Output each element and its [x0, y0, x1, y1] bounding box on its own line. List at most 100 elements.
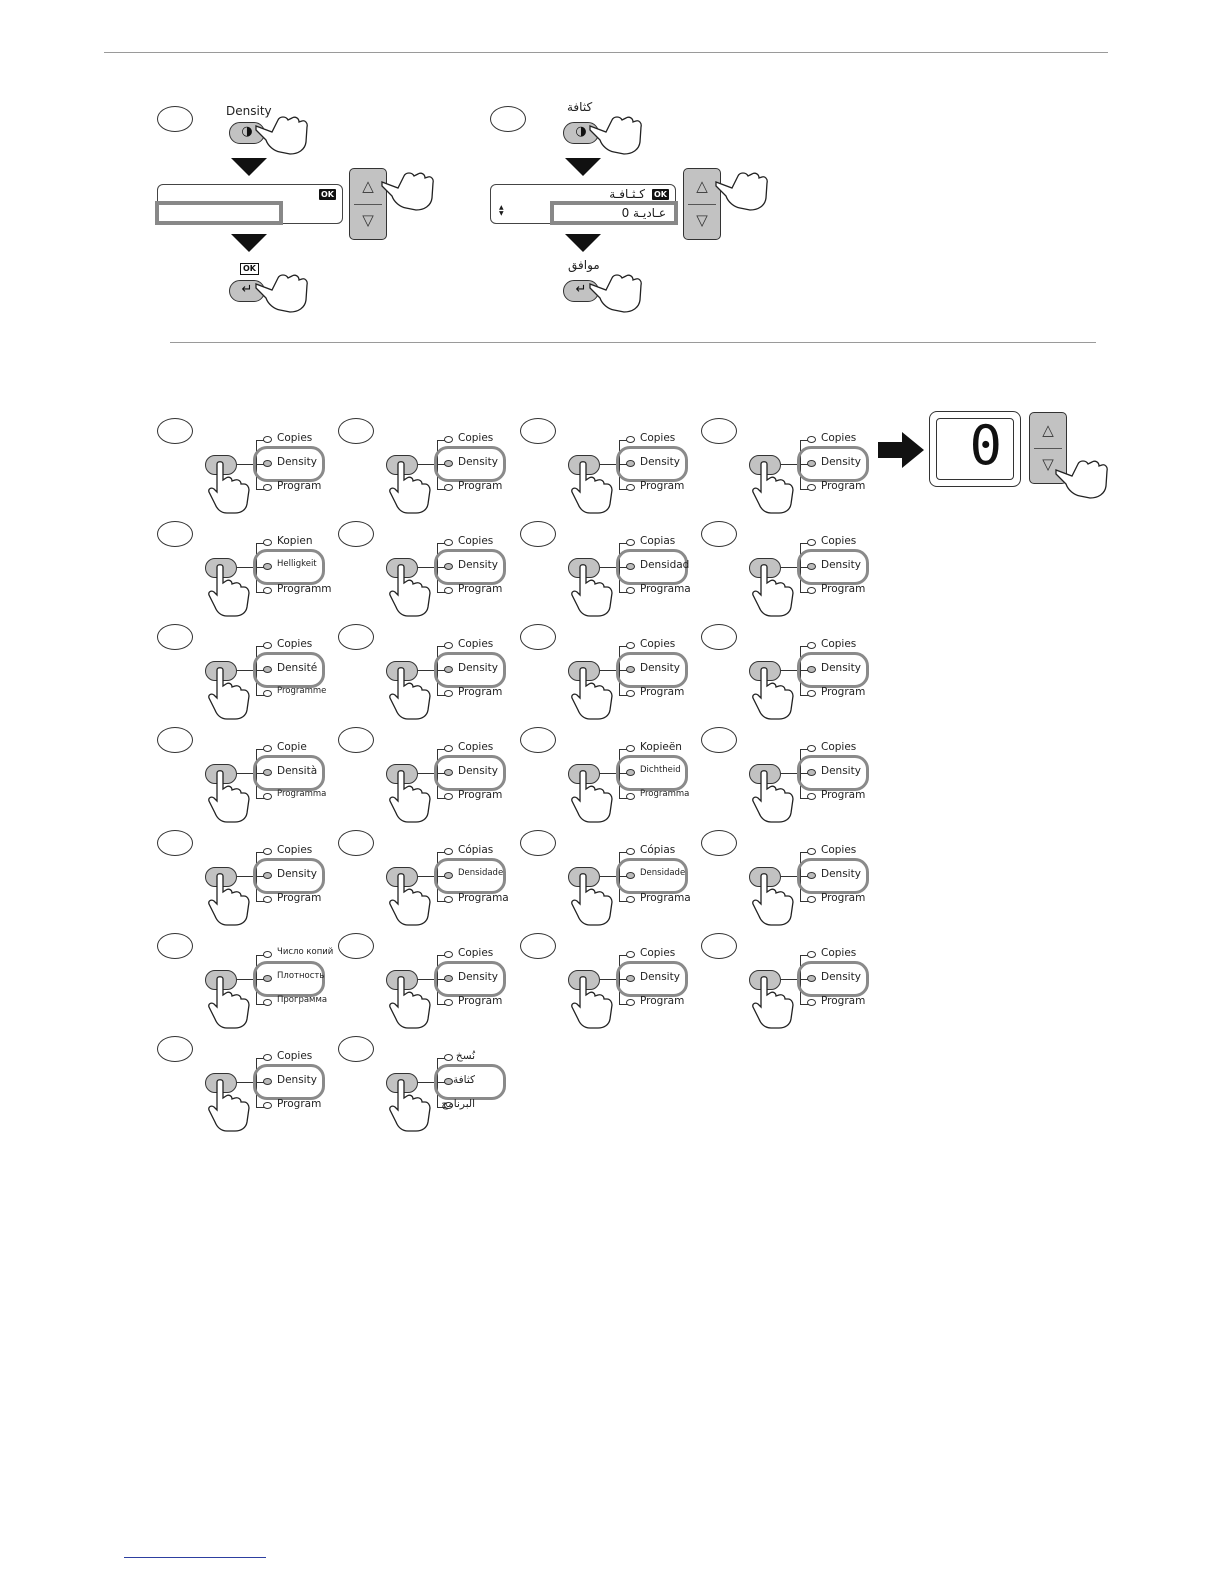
density-label: Density: [640, 971, 680, 983]
density-led: [444, 975, 453, 982]
program-led: [626, 690, 635, 697]
density-label: Dichtheid: [640, 765, 681, 775]
program-label: Programa: [640, 892, 691, 904]
density-highlight-ring: [797, 755, 869, 791]
density-highlight-ring: [253, 652, 325, 688]
density-led: [263, 666, 272, 673]
copies-label: Copies: [821, 535, 857, 547]
down-arrow-icon[interactable]: ▽: [1042, 455, 1054, 473]
pointing-hand-icon: [255, 116, 308, 155]
density-highlight-ring: [797, 549, 869, 585]
step-circle: [157, 106, 193, 132]
step-circle: [338, 418, 374, 444]
pointing-hand-icon: [570, 975, 616, 1033]
program-label: Program: [277, 480, 322, 492]
copies-led: [807, 745, 816, 752]
copies-label: Copies: [458, 947, 494, 959]
step-circle: [338, 727, 374, 753]
pointing-hand-icon: [589, 116, 642, 155]
enter-icon: ↵: [575, 282, 587, 297]
copies-label: Kopieën: [640, 741, 682, 753]
density-led: [444, 872, 453, 879]
program-label: Program: [640, 686, 685, 698]
pointing-hand-icon: [589, 274, 642, 313]
step-circle: [701, 933, 737, 959]
copies-label: Copies: [458, 535, 494, 547]
lcd-title: كـثـافـة: [609, 187, 645, 201]
density-display: 0: [929, 411, 1021, 487]
ok-key-label-ar: موافق: [568, 258, 600, 272]
density-label: Densidade: [458, 868, 504, 878]
program-label: Programme: [277, 686, 327, 696]
contrast-icon: ◑: [575, 124, 587, 139]
copies-led: [626, 848, 635, 855]
step-circle: [338, 1036, 374, 1062]
program-label: Programma: [640, 789, 690, 799]
density-led: [263, 1078, 272, 1085]
program-label: Program: [458, 789, 503, 801]
density-label: Density: [277, 868, 317, 880]
program-led: [444, 793, 453, 800]
copies-label: Copies: [458, 432, 494, 444]
program-led: [807, 999, 816, 1006]
density-label: Density: [821, 456, 861, 468]
up-down-keys[interactable]: △ ▽: [683, 168, 721, 240]
copies-label: Copies: [458, 638, 494, 650]
up-arrow-icon[interactable]: △: [1042, 421, 1054, 439]
density-label: Density: [458, 559, 498, 571]
ok-indicator: OK: [652, 189, 669, 200]
density-led: [263, 769, 272, 776]
lcd-selection-value: عـاديـة 0: [621, 206, 666, 220]
down-arrow-icon[interactable]: ▽: [362, 211, 374, 229]
density-highlight-ring: [434, 652, 506, 688]
down-arrow-icon[interactable]: ▽: [696, 211, 708, 229]
copies-label: Copies: [640, 432, 676, 444]
density-label: Density: [821, 971, 861, 983]
density-led: [626, 769, 635, 776]
program-led: [626, 999, 635, 1006]
pointing-hand-icon: [388, 460, 434, 518]
density-label: Density: [277, 456, 317, 468]
program-led: [807, 896, 816, 903]
density-label: Density: [821, 868, 861, 880]
up-arrow-icon[interactable]: △: [362, 177, 374, 195]
density-label: كثافة: [452, 1074, 475, 1086]
density-led: [807, 460, 816, 467]
density-highlight-ring: [434, 549, 506, 585]
ok-key-label: OK: [240, 263, 259, 275]
copies-led: [626, 642, 635, 649]
density-label: Density: [821, 559, 861, 571]
step-circle: [157, 830, 193, 856]
program-led: [263, 999, 272, 1006]
up-arrow-icon[interactable]: △: [696, 177, 708, 195]
density-highlight-ring: [434, 1064, 506, 1100]
step-circle: [701, 418, 737, 444]
lcd-display: OK ▲▼: [155, 184, 343, 225]
program-led: [626, 793, 635, 800]
ok-indicator: OK: [319, 189, 336, 200]
pointing-hand-icon: [207, 872, 253, 930]
program-led: [444, 999, 453, 1006]
density-label: Density: [640, 456, 680, 468]
density-highlight-ring: [616, 549, 688, 585]
step-circle: [701, 624, 737, 650]
density-highlight-ring: [434, 446, 506, 482]
density-label: Density: [277, 1074, 317, 1086]
density-label: Density: [458, 456, 498, 468]
enter-icon: ↵: [241, 282, 253, 297]
lcd-selection-highlight: [155, 201, 283, 225]
density-highlight-ring: [253, 755, 325, 791]
up-down-keys[interactable]: △ ▽: [349, 168, 387, 240]
copies-led: [807, 436, 816, 443]
